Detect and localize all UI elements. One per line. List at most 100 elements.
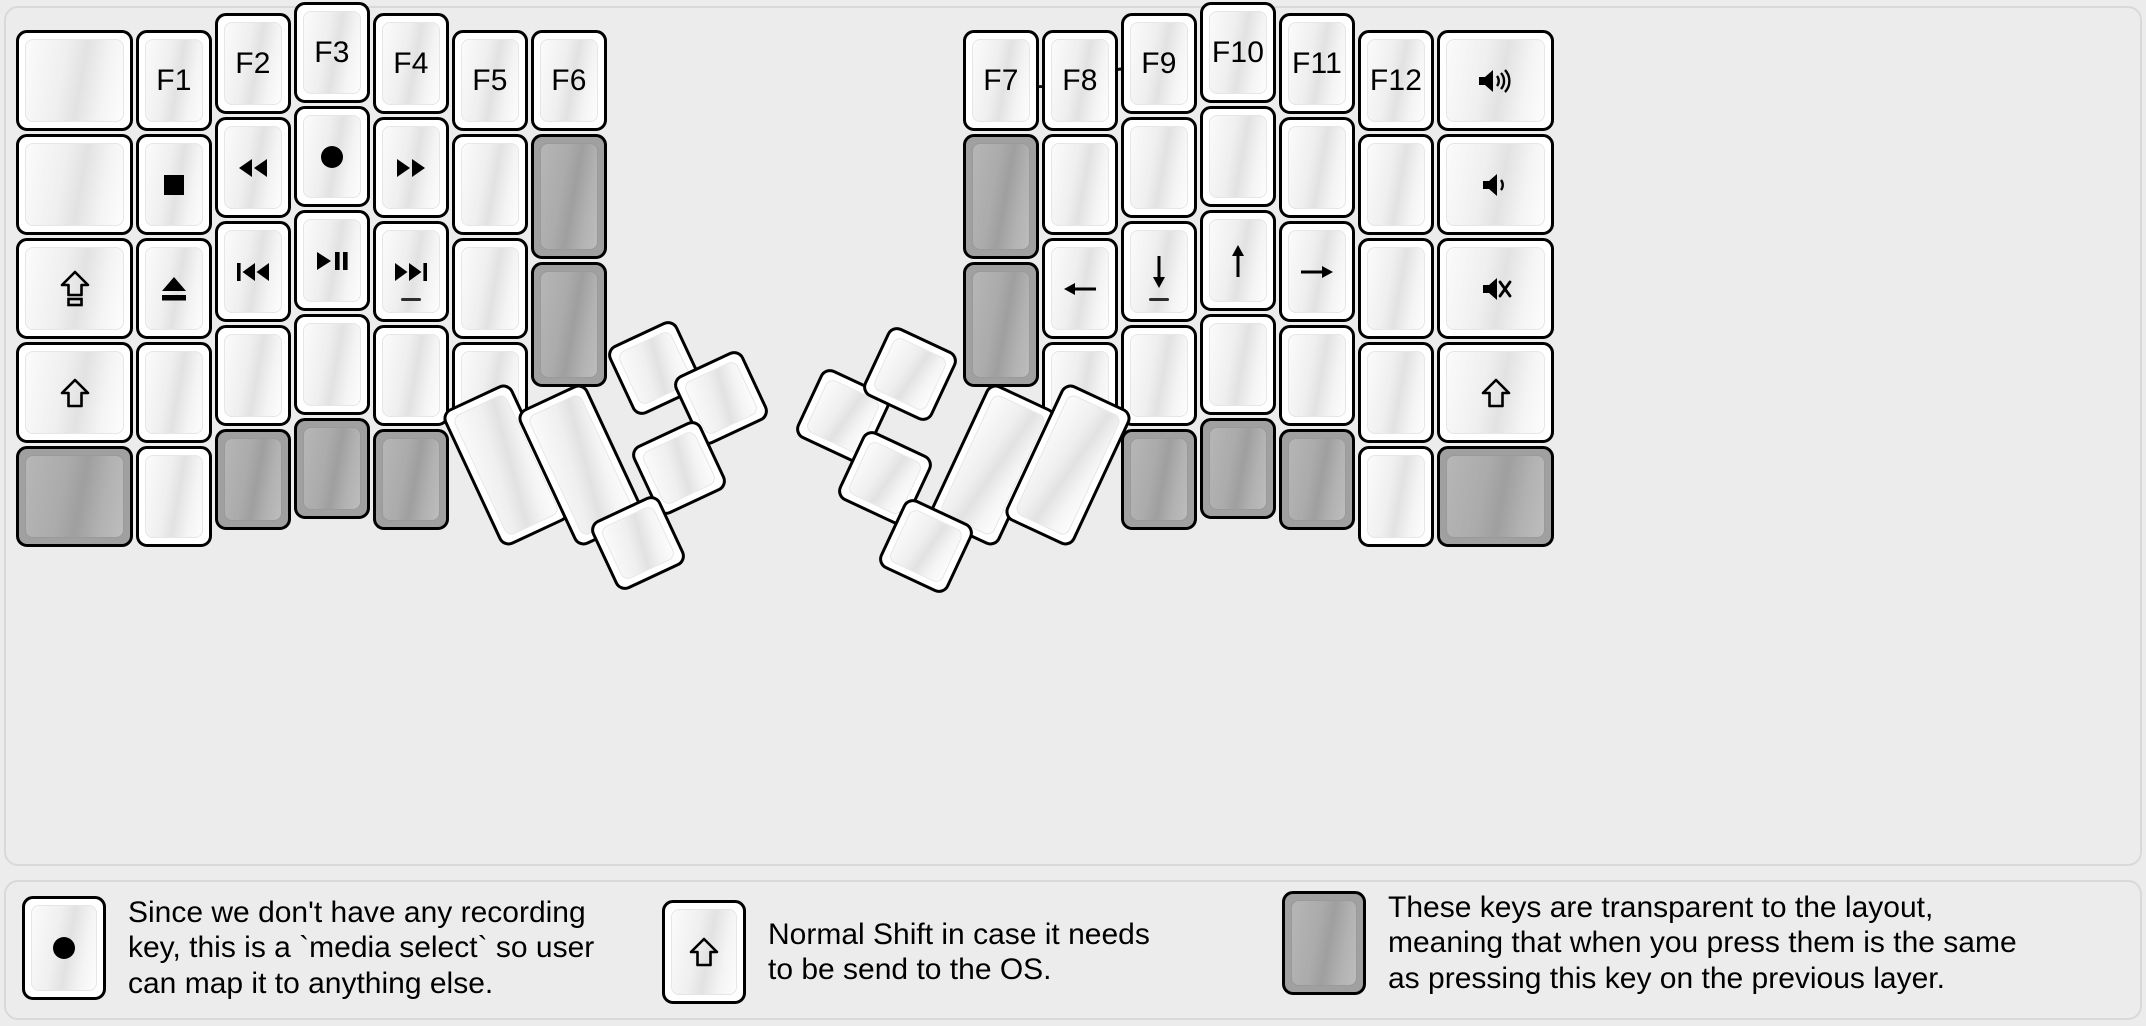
key-volume-up[interactable] <box>1437 30 1554 131</box>
key-f6[interactable]: F6 <box>531 30 607 131</box>
right-col-pinky-key-4[interactable] <box>1358 446 1434 547</box>
key-cap <box>224 334 282 417</box>
left-col-middle-key-3[interactable] <box>294 314 370 415</box>
key-cap <box>31 905 97 992</box>
key-cap <box>972 143 1030 250</box>
key-f10[interactable]: F10 <box>1200 2 1276 103</box>
key-f5[interactable]: F5 <box>452 30 528 131</box>
right-col-ring-key-3[interactable] <box>1279 325 1355 426</box>
right-col-pinky-outer-key-4[interactable] <box>1437 446 1554 547</box>
key-label: F4 <box>393 46 429 80</box>
left-col-middle-key-4[interactable] <box>294 418 370 519</box>
key-cap <box>1288 438 1346 521</box>
key-volume-mute[interactable] <box>1437 238 1554 339</box>
left-col-index-inner-key-1[interactable] <box>452 134 528 235</box>
key-cap <box>461 143 519 226</box>
left-col-ring-key-4[interactable] <box>215 429 291 530</box>
left-col-pinky-key-3[interactable] <box>136 342 212 443</box>
right-col-ring-key-1[interactable] <box>1279 117 1355 218</box>
key-cap <box>1288 126 1346 209</box>
arrow-right-icon <box>1298 260 1336 284</box>
key-volume-down[interactable] <box>1437 134 1554 235</box>
key-f9[interactable]: F9 <box>1121 13 1197 114</box>
left-col-pinky-outer-key-4[interactable] <box>16 446 133 547</box>
key-cap <box>1130 126 1188 209</box>
media-record-icon <box>318 143 346 171</box>
key-cap: F6 <box>540 39 598 122</box>
key-cap <box>145 247 203 330</box>
key-f1[interactable]: F1 <box>136 30 212 131</box>
right-col-pinky-key-2[interactable] <box>1358 238 1434 339</box>
key-label: F8 <box>1062 63 1098 97</box>
media-rewind-icon <box>236 156 270 180</box>
key-media-rewind[interactable] <box>215 117 291 218</box>
key-cap <box>1291 900 1357 987</box>
right-col-extra-key-2[interactable] <box>963 262 1039 387</box>
key-cap: F5 <box>461 39 519 122</box>
left-col-index-inner-key-2[interactable] <box>452 238 528 339</box>
key-cap <box>599 504 677 582</box>
left-col-pinky-outer-key-1[interactable] <box>16 134 133 235</box>
key-f4[interactable]: F4 <box>373 13 449 114</box>
right-col-ring-key-4[interactable] <box>1279 429 1355 530</box>
right-col-middle-key-1[interactable] <box>1200 106 1276 207</box>
left-col-index-key-3[interactable] <box>373 325 449 426</box>
right-col-extra-key-1[interactable] <box>963 134 1039 259</box>
right-col-index-key-4[interactable] <box>1121 429 1197 530</box>
key-cap <box>1209 115 1267 198</box>
left-col-index-key-4[interactable] <box>373 429 449 530</box>
key-arrow-right[interactable] <box>1279 221 1355 322</box>
key-media-next[interactable] <box>373 221 449 322</box>
key-media-play-pause[interactable] <box>294 210 370 311</box>
key-f12[interactable]: F12 <box>1358 30 1434 131</box>
key-f2[interactable]: F2 <box>215 13 291 114</box>
key-cap <box>671 909 737 995</box>
legend-item-1: Since we don't have any recording key, t… <box>22 895 594 1001</box>
right-col-middle-key-3[interactable] <box>1200 314 1276 415</box>
right-col-index-inner-key-1[interactable] <box>1042 134 1118 235</box>
key-shift[interactable] <box>1437 342 1554 443</box>
key-cap <box>382 438 440 521</box>
key-cap <box>1130 438 1188 521</box>
media-fast-forward-icon <box>394 156 428 180</box>
right-col-pinky-key-3[interactable] <box>1358 342 1434 443</box>
key-cap <box>1446 39 1545 122</box>
key-arrow-down[interactable] <box>1121 221 1197 322</box>
key-caps-lock[interactable] <box>16 238 133 339</box>
volume-down-icon <box>1479 170 1513 200</box>
key-f8[interactable]: F8 <box>1042 30 1118 131</box>
key-arrow-up[interactable] <box>1200 210 1276 311</box>
key-cap <box>871 335 949 413</box>
left-col-pinky-outer-key-0[interactable] <box>16 30 133 131</box>
key-label: F1 <box>156 63 192 97</box>
key-cap <box>303 427 361 510</box>
right-col-index-key-3[interactable] <box>1121 325 1197 426</box>
key-cap <box>1130 334 1188 417</box>
key-cap: F3 <box>303 11 361 94</box>
key-f7[interactable]: F7 <box>963 30 1039 131</box>
left-col-extra-key-1[interactable] <box>531 134 607 259</box>
left-col-extra-key-2[interactable] <box>531 262 607 387</box>
key-cap <box>145 143 203 226</box>
caps-lock-icon <box>60 270 90 308</box>
key-cap: F2 <box>224 22 282 105</box>
key-f11[interactable]: F11 <box>1279 13 1355 114</box>
legend-panel <box>4 880 2142 1020</box>
left-col-pinky-key-4[interactable] <box>136 446 212 547</box>
key-cap <box>1051 143 1109 226</box>
key-f3[interactable]: F3 <box>294 2 370 103</box>
key-media-previous[interactable] <box>215 221 291 322</box>
right-col-middle-key-4[interactable] <box>1200 418 1276 519</box>
key-arrow-left[interactable] <box>1042 238 1118 339</box>
key-shift[interactable] <box>16 342 133 443</box>
key-media-stop[interactable] <box>136 134 212 235</box>
key-media-eject[interactable] <box>136 238 212 339</box>
key-media-fast-forward[interactable] <box>373 117 449 218</box>
right-col-index-key-1[interactable] <box>1121 117 1197 218</box>
left-col-ring-key-3[interactable] <box>215 325 291 426</box>
legend-description: These keys are transparent to the layout… <box>1388 891 2017 995</box>
right-col-pinky-key-1[interactable] <box>1358 134 1434 235</box>
key-label: F2 <box>235 46 271 80</box>
key-media-record[interactable] <box>294 106 370 207</box>
media-record-icon <box>50 934 78 962</box>
